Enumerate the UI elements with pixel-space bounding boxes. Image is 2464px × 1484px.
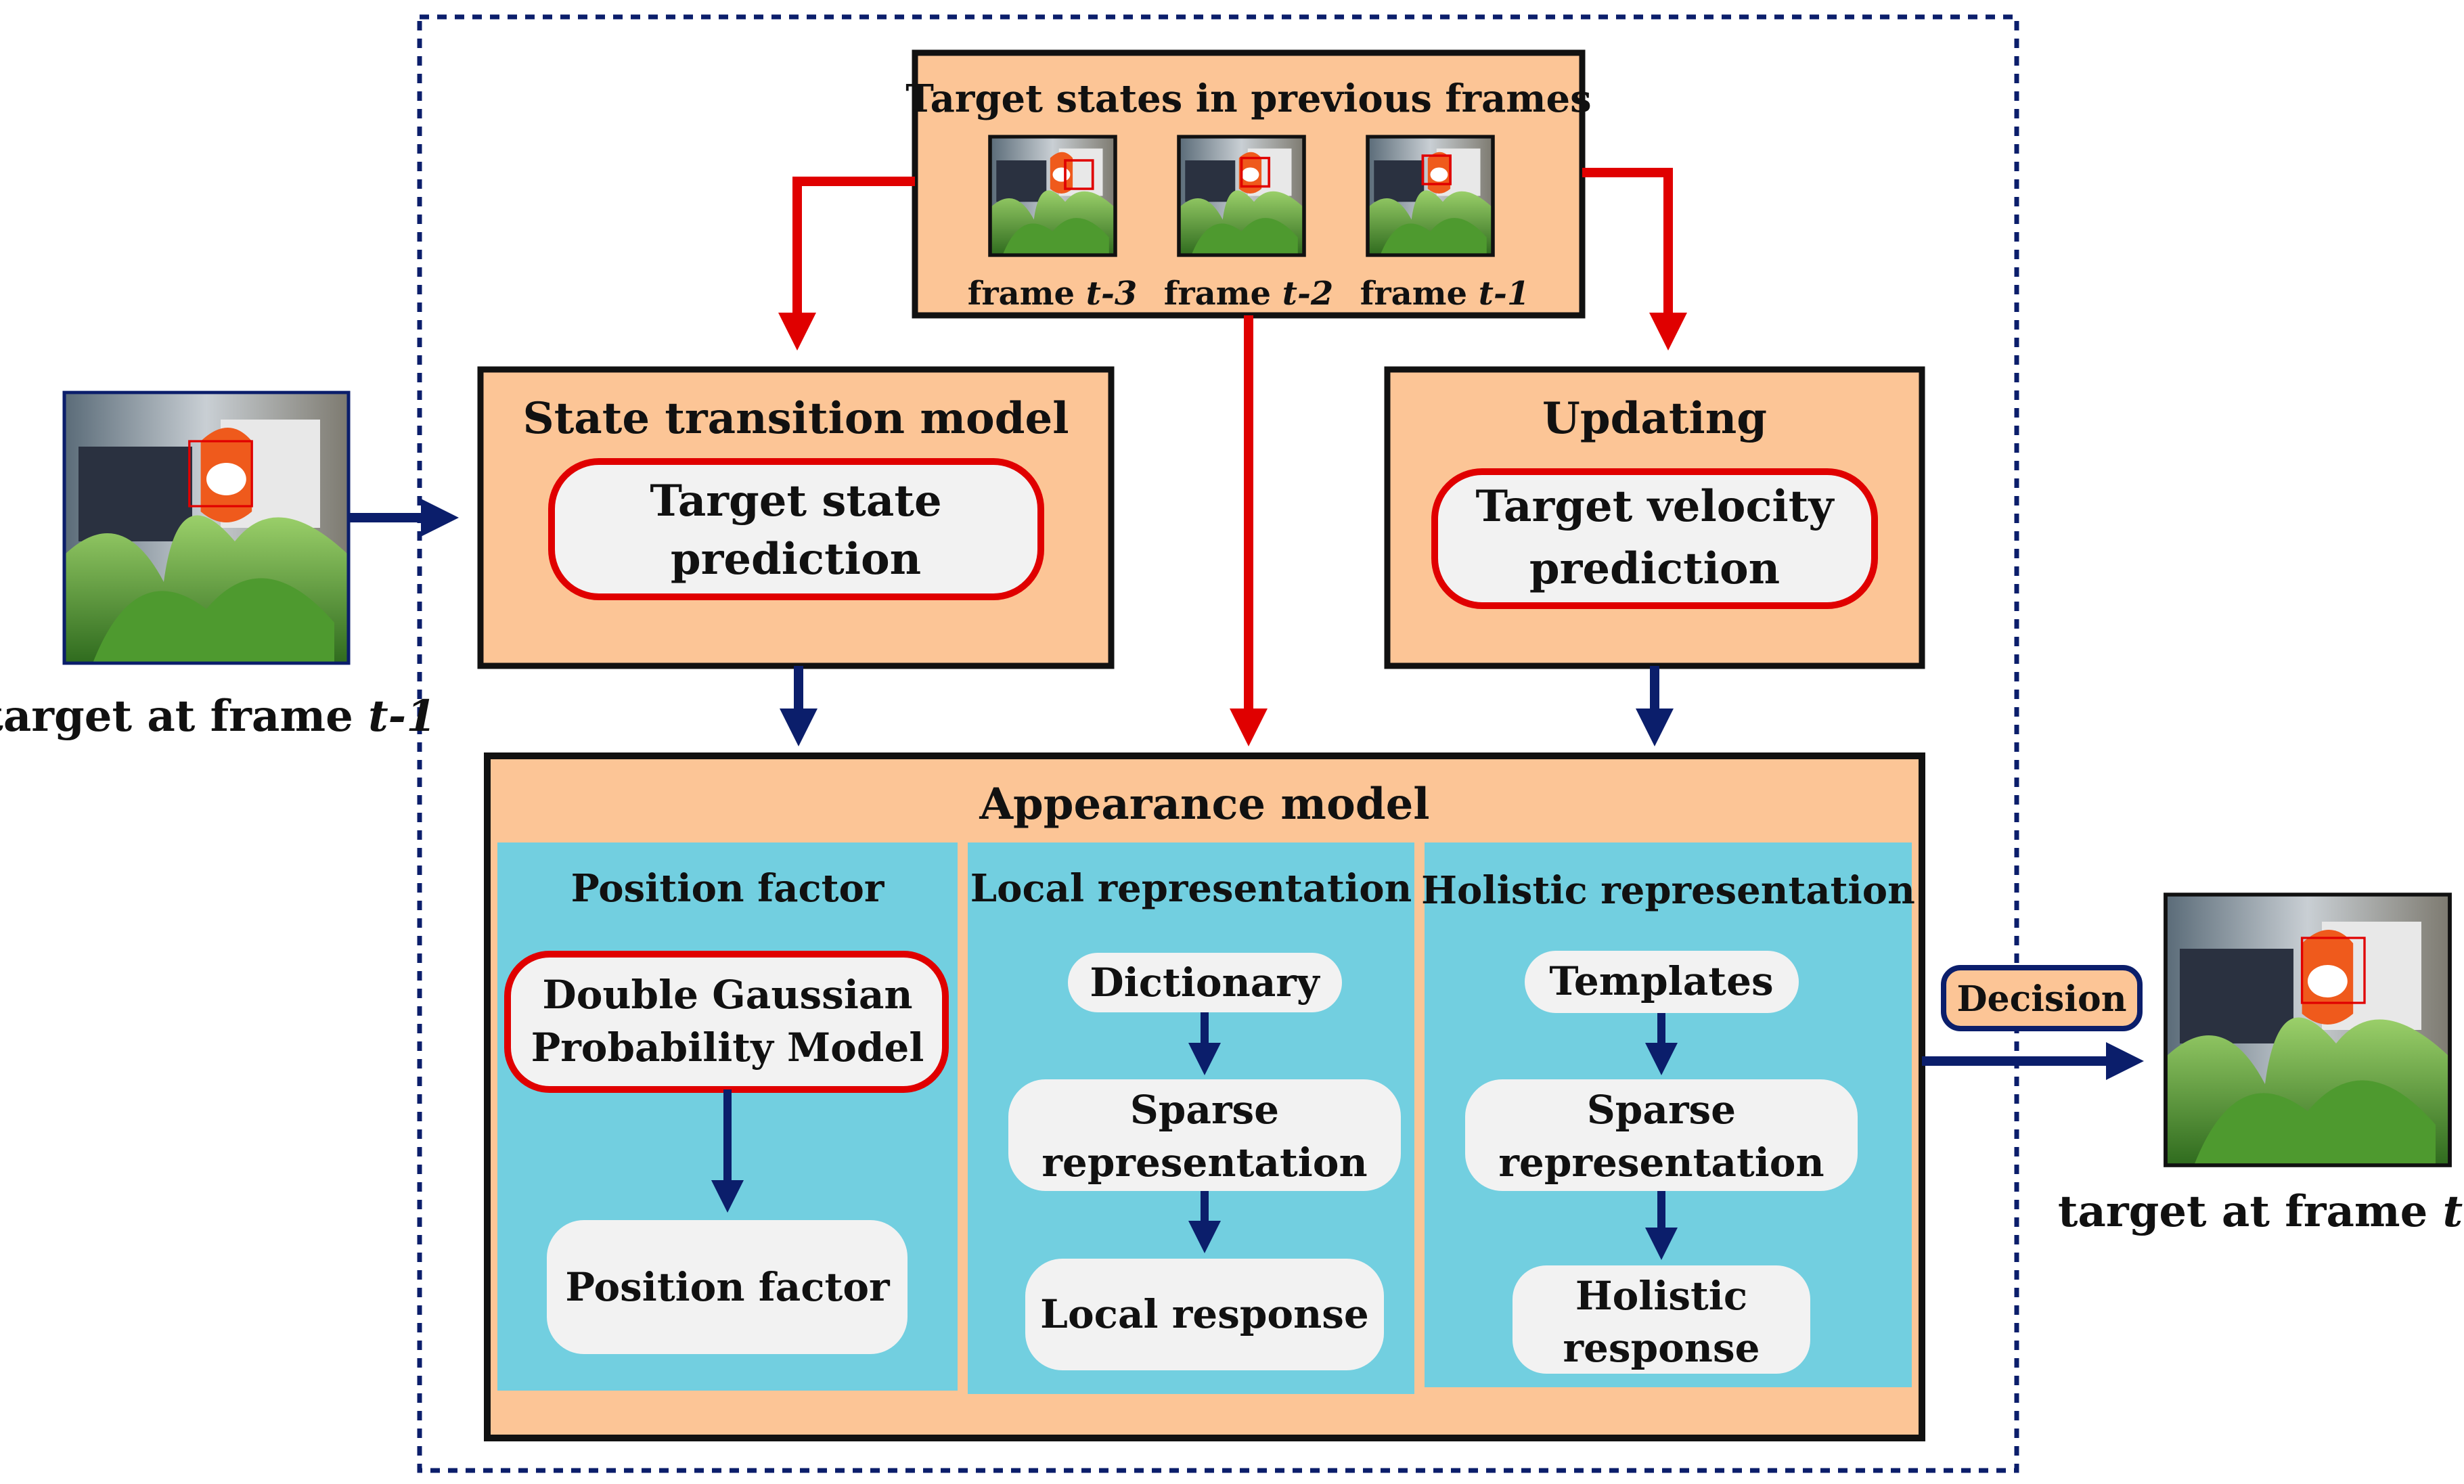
- output-frame-label: target at frame t: [2058, 1186, 2463, 1237]
- local-representation-title: Local representation: [970, 866, 1412, 911]
- local-sparse-representation-pill: [1008, 1079, 1401, 1191]
- input-frame-image: [62, 390, 351, 665]
- local-sparse-line1: Sparse: [1130, 1087, 1279, 1133]
- holistic-representation-panel: Holistic representation Templates Sparse…: [1421, 842, 1915, 1387]
- target-state-prediction-line1: Target state: [650, 476, 941, 526]
- decision-badge: [1941, 965, 2143, 1031]
- thumbnail-frame-t-2: [1177, 135, 1306, 257]
- frame-label-t-1: frame t-1: [1360, 275, 1530, 313]
- holistic-response-line1: Holistic: [1575, 1273, 1747, 1319]
- position-factor-output-pill: [547, 1220, 908, 1354]
- dictionary-label: Dictionary: [1090, 960, 1320, 1006]
- updating-box: Updating Target velocity prediction: [1384, 366, 1925, 669]
- decision-label: Decision: [1956, 979, 2126, 1020]
- local-sparse-line2: representation: [1041, 1140, 1367, 1186]
- state-transition-box: State transition model Target state pred…: [477, 366, 1115, 669]
- double-gaussian-line1: Double Gaussian: [542, 972, 912, 1018]
- dictionary-pill: [1068, 953, 1342, 1012]
- arrow-frames-to-state-transition: [778, 177, 915, 351]
- input-frame-label: target at frame t-1: [0, 691, 436, 742]
- holistic-sparse-line1: Sparse: [1587, 1087, 1736, 1133]
- frame-label-t-2: frame t-2: [1164, 275, 1334, 313]
- appearance-model-title: Appearance model: [979, 779, 1429, 830]
- target-state-prediction-line2: prediction: [671, 534, 921, 585]
- local-response-label: Local response: [1040, 1291, 1369, 1337]
- local-response-pill: [1025, 1259, 1384, 1370]
- templates-label: Templates: [1549, 958, 1773, 1004]
- state-transition-title: State transition model: [523, 393, 1069, 444]
- dotted-boundary: [417, 14, 2019, 1473]
- templates-pill: [1525, 951, 1799, 1013]
- target-velocity-prediction-line1: Target velocity: [1476, 481, 1835, 532]
- target-state-prediction-pill: [548, 458, 1044, 600]
- holistic-response-line2: response: [1563, 1325, 1760, 1371]
- updating-title: Updating: [1542, 393, 1767, 444]
- holistic-representation-title: Holistic representation: [1421, 868, 1915, 913]
- target-velocity-prediction-line2: prediction: [1529, 543, 1780, 594]
- thumbnail-frame-t-1: [1366, 135, 1495, 257]
- position-factor-panel-title: Position factor: [571, 866, 885, 911]
- position-factor-output: Position factor: [565, 1264, 891, 1310]
- appearance-model-box: Appearance model Position factor Double …: [484, 752, 1925, 1441]
- previous-frames-box: Target states in previous frames frame t…: [905, 49, 1592, 319]
- frame-label-t-3: frame t-3: [968, 275, 1138, 313]
- arrow-frames-to-updating: [1582, 168, 1687, 351]
- target-velocity-prediction-pill: [1431, 468, 1878, 609]
- position-factor-panel: Position factor Double Gaussian Probabil…: [497, 842, 958, 1391]
- local-representation-panel: Local representation Dictionary Sparse r…: [968, 842, 1414, 1394]
- holistic-response-pill: [1513, 1265, 1810, 1374]
- double-gaussian-line2: Probability Model: [531, 1025, 924, 1071]
- thumbnail-frame-t-3: [988, 135, 1117, 257]
- holistic-sparse-representation-pill: [1465, 1079, 1858, 1191]
- output-frame-image: [2164, 893, 2452, 1167]
- holistic-sparse-line2: representation: [1498, 1140, 1824, 1186]
- previous-frames-title: Target states in previous frames: [905, 76, 1591, 121]
